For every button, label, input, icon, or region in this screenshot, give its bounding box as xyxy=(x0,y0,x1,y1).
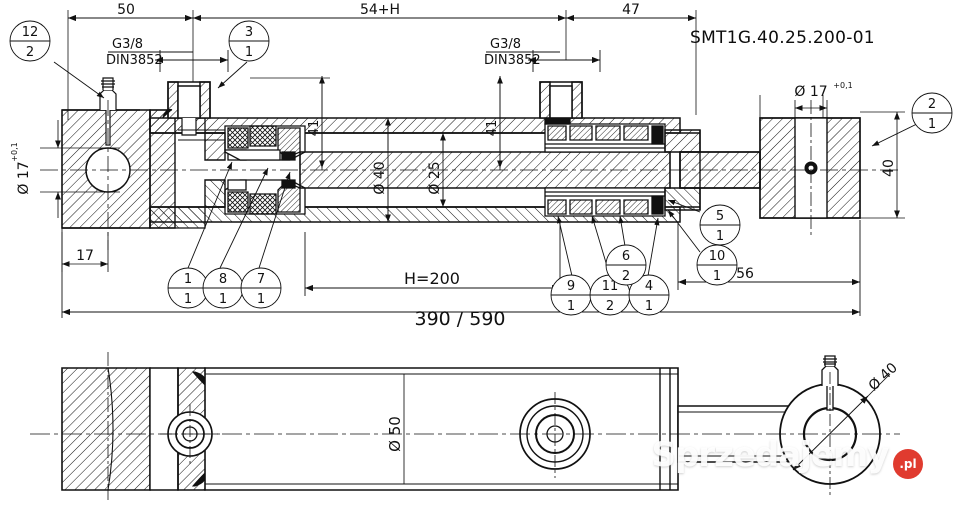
balloon-5[interactable]: 5 1 xyxy=(699,204,741,246)
balloon-8[interactable]: 8 1 xyxy=(202,267,244,309)
balloon-8-qty: 1 xyxy=(219,292,227,307)
balloon-9-qty: 1 xyxy=(567,299,575,314)
dim-overall: 390 / 590 xyxy=(414,308,505,330)
balloon-7[interactable]: 7 1 xyxy=(240,267,282,309)
dim-port-height-right: 41 xyxy=(485,120,500,137)
port-left-standard: DIN3852 xyxy=(106,53,163,68)
dim-tube-outer: Ø 50 xyxy=(386,416,404,452)
balloon-1-qty: 1 xyxy=(184,292,192,307)
dim-bore-small: Ø 25 xyxy=(427,161,443,194)
dim-eye-outer: Ø 40 xyxy=(866,360,901,394)
dim-top-mid: 54+H xyxy=(360,2,400,18)
dim-bore-large: Ø 40 xyxy=(372,161,388,194)
balloon-7-item: 7 xyxy=(257,272,265,287)
port-right-standard: DIN3852 xyxy=(484,53,541,68)
balloon-10[interactable]: 10 1 xyxy=(696,244,738,286)
balloon-2-item: 2 xyxy=(928,97,936,112)
balloon-2[interactable]: 2 1 xyxy=(911,92,953,134)
balloon-11[interactable]: 11 2 xyxy=(589,274,631,316)
balloon-3-item: 3 xyxy=(245,25,253,40)
dim-left-offset: 17 xyxy=(76,248,94,264)
balloon-4-qty: 1 xyxy=(645,299,653,314)
balloon-5-qty: 1 xyxy=(716,229,724,244)
dim-eye-bore-left-tol: +0,1 xyxy=(10,142,19,161)
balloon-4-item: 4 xyxy=(645,279,653,294)
dim-top-right: 47 xyxy=(622,2,640,18)
balloon-6-item: 6 xyxy=(622,249,630,264)
dim-eye-bore-left: Ø 17 xyxy=(16,161,32,194)
balloon-11-item: 11 xyxy=(602,279,619,294)
port-left-thread: G3/8 xyxy=(112,37,143,52)
balloon-3[interactable]: 3 1 xyxy=(228,20,270,62)
dim-right-offset: 56 xyxy=(736,266,754,282)
balloon-2-qty: 1 xyxy=(928,117,936,132)
balloon-10-item: 10 xyxy=(709,249,726,264)
drawing-title: SMT1G.40.25.200-01 xyxy=(690,28,875,48)
balloon-1-item: 1 xyxy=(184,272,192,287)
balloon-9[interactable]: 9 1 xyxy=(550,274,592,316)
dim-top-left: 50 xyxy=(117,2,135,18)
balloon-3-qty: 1 xyxy=(245,45,253,60)
balloon-5-item: 5 xyxy=(716,209,724,224)
dim-eye-bore-right: Ø 17 xyxy=(794,84,827,100)
balloon-8-item: 8 xyxy=(219,272,227,287)
balloon-11-qty: 2 xyxy=(606,299,614,314)
dim-stroke: H=200 xyxy=(404,269,460,288)
balloon-9-item: 9 xyxy=(567,279,575,294)
port-right-thread: G3/8 xyxy=(490,37,521,52)
balloon-12-qty: 2 xyxy=(26,45,34,60)
balloon-12[interactable]: 12 2 xyxy=(9,20,51,62)
balloon-6[interactable]: 6 2 xyxy=(605,244,647,286)
balloon-4[interactable]: 4 1 xyxy=(628,274,670,316)
balloon-7-qty: 1 xyxy=(257,292,265,307)
balloon-12-item: 12 xyxy=(22,25,39,40)
dim-rod-eye-width: 40 xyxy=(881,159,897,177)
balloon-10-qty: 1 xyxy=(713,269,721,284)
balloon-1[interactable]: 1 1 xyxy=(167,267,209,309)
dim-port-height-left: 41 xyxy=(307,120,322,137)
balloon-6-qty: 2 xyxy=(622,269,630,284)
dim-eye-bore-right-tol: +0,1 xyxy=(833,81,852,90)
